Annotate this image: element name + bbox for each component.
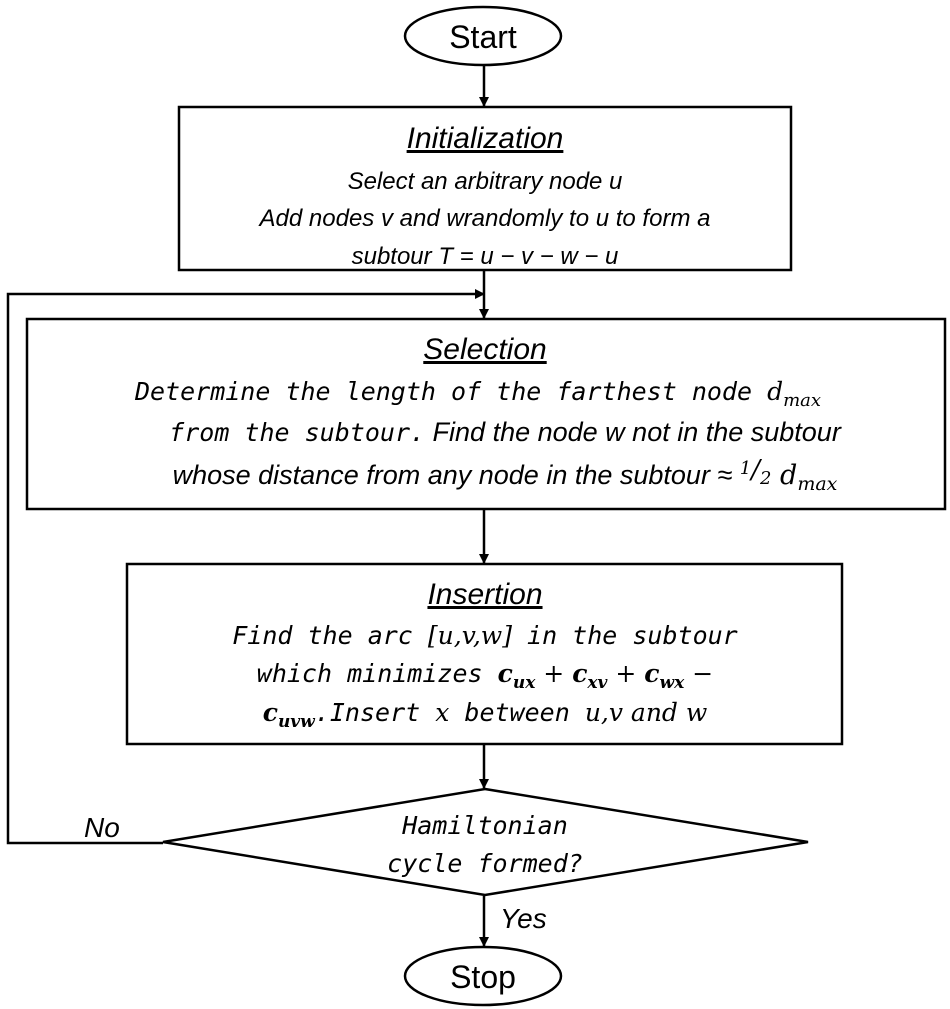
- yes-label: Yes: [500, 903, 547, 934]
- decision-diamond: Hamiltonian cycle formed?: [162, 787, 809, 897]
- decision-line-2: cycle formed?: [387, 849, 583, 878]
- start-terminal: Start: [403, 5, 563, 67]
- insertion-line-3: cuvw.Insert x between u,v and w: [263, 698, 708, 732]
- initialization-line-1: Select an arbitrary node u: [348, 168, 623, 195]
- decision-line-1: Hamiltonian: [401, 811, 568, 840]
- selection-title: Selection: [423, 333, 546, 366]
- initialization-title: Initialization: [407, 122, 564, 155]
- insertion-line-2: which minimizes cux + cxv + cwx −: [257, 659, 713, 693]
- initialization-box: Initialization Select an arbitrary node …: [177, 105, 793, 272]
- selection-box: Selection Determine the length of the fa…: [25, 317, 947, 511]
- selection-line-1: Determine the length of the farthest nod…: [134, 377, 821, 411]
- start-label: Start: [449, 19, 517, 55]
- stop-label: Stop: [450, 959, 516, 995]
- insertion-line-1: Find the arc [u,v,w] in the subtour: [232, 621, 738, 650]
- no-label: No: [84, 812, 120, 843]
- initialization-line-2: Add nodes v and wrandomly to u to form a: [258, 205, 711, 232]
- selection-line-3: whose distance from any node in the subt…: [173, 455, 838, 495]
- stop-terminal: Stop: [403, 945, 563, 1007]
- initialization-line-3: subtour T = u − v − w − u: [352, 243, 619, 270]
- insertion-box: Insertion Find the arc [u,v,w] in the su…: [125, 562, 844, 746]
- selection-line-2: from the subtour. Find the node w not in…: [169, 417, 842, 447]
- insertion-title: Insertion: [427, 578, 542, 611]
- loop-back-connector: [6, 289, 485, 845]
